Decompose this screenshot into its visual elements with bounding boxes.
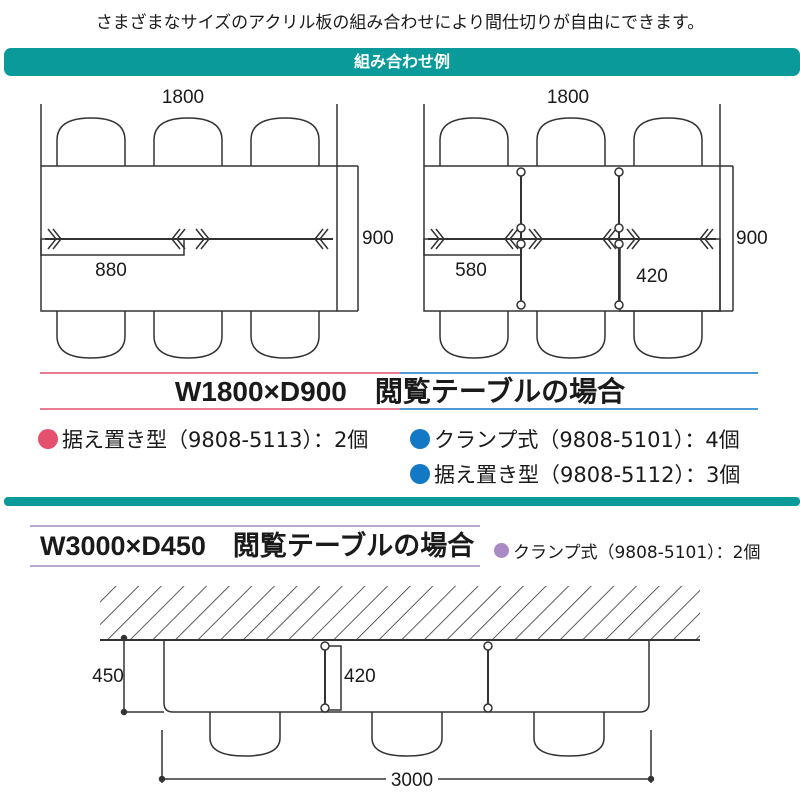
legend-text-4: クランプ式（9808-5101）：2個 [513, 543, 761, 563]
section-band: 組み合わせ例 [4, 48, 800, 76]
chair-bottom-3 [250, 311, 320, 359]
legend-text-3: 据え置き型（9808-5112）：3個 [434, 463, 741, 487]
right-width-label: 1800 [547, 87, 589, 108]
chair-top-4 [439, 117, 509, 166]
case2-title: W3000×D450 閲覧テーブルの場合 [40, 531, 475, 561]
intro-text: さまざまなサイズのアクリル板の組み合わせにより間仕切りが自由にできます。 [95, 13, 705, 33]
chair-top-2 [153, 117, 223, 166]
legend-text-1: 据え置き型（9808-5113）：2個 [62, 428, 369, 452]
chair-bottom-5 [536, 311, 606, 359]
chair-top-6 [633, 117, 703, 166]
chair-wide-2 [371, 712, 443, 757]
legend-item-4: クランプ式（9808-5101）：2個 [494, 538, 760, 563]
wall-hatch [100, 586, 700, 641]
wide-table-diagram [120, 634, 655, 783]
legend-item-2: クランプ式（9808-5101）：4個 [410, 424, 740, 454]
legend-text-2: クランプ式（9808-5101）：4個 [434, 428, 740, 452]
chair-bottom-1 [56, 311, 126, 359]
purple-dot-icon [494, 543, 509, 558]
chair-top-3 [250, 117, 320, 166]
chair-bottom-2 [153, 311, 223, 359]
pink-dot-icon [38, 429, 58, 449]
blue-dot-icon [410, 464, 430, 484]
right-table-diagram [423, 104, 734, 359]
panel-dimension-box [324, 645, 342, 711]
chair-top-1 [56, 117, 126, 166]
wide-panel-label: 420 [344, 666, 376, 687]
wide-width-label: 3000 [391, 770, 433, 791]
left-panel-label: 880 [95, 260, 127, 281]
blue-dot-icon [410, 429, 430, 449]
right-panel-label-a: 580 [455, 260, 487, 281]
wide-depth-label: 450 [92, 666, 124, 687]
chair-bottom-4 [439, 311, 509, 359]
table-top [163, 640, 650, 713]
legend-item-3: 据え置き型（9808-5112）：3個 [410, 459, 740, 489]
case1-title: W1800×D900 閲覧テーブルの場合 [174, 376, 626, 407]
chair-bottom-6 [633, 311, 703, 359]
chair-top-5 [536, 117, 606, 166]
chair-wide-3 [533, 712, 605, 757]
section-divider [4, 497, 800, 506]
left-table-diagram [40, 104, 359, 359]
left-depth-label: 900 [362, 228, 394, 249]
chair-wide-1 [209, 712, 281, 757]
legend-item-1: 据え置き型（9808-5113）：2個 [38, 424, 368, 454]
right-panel-label-b: 420 [636, 266, 668, 287]
right-depth-label: 900 [736, 228, 768, 249]
left-width-label: 1800 [162, 87, 204, 108]
